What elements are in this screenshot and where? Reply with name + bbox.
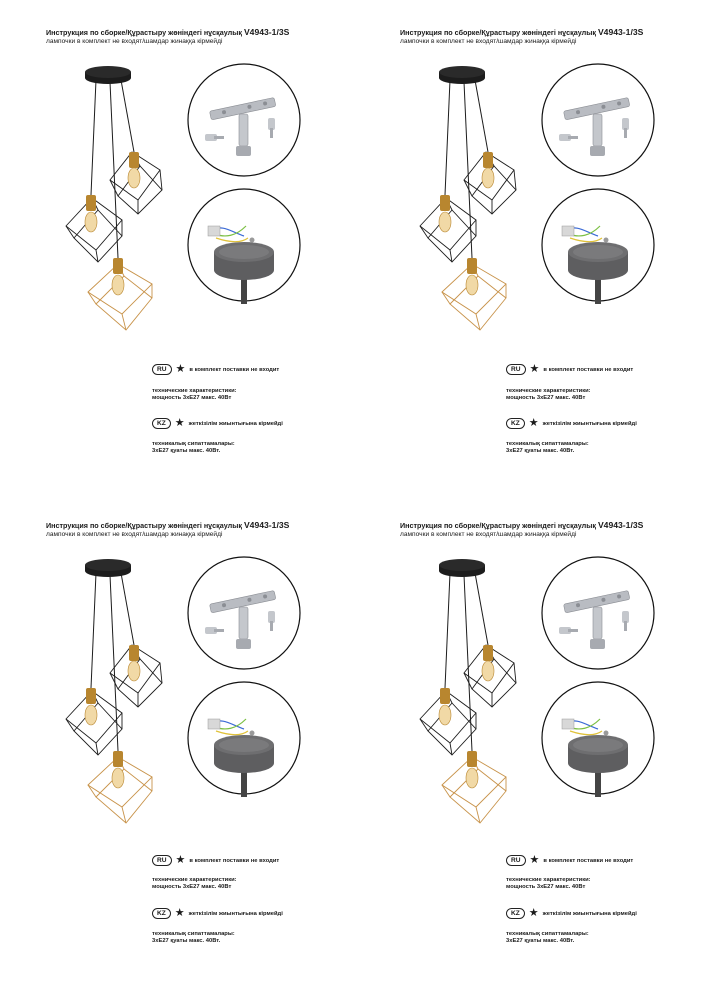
kz-spec-value: 3хЕ27 қуаты макс. 40Вт. (506, 448, 575, 455)
model-number: V4943-1/3S (243, 520, 290, 530)
ru-spec-heading: технические характеристики: (506, 877, 591, 883)
model-number: V4943-1/3S (597, 27, 644, 37)
instruction-sheet: Инструкция по сборке/Құрастыру жөніндегі… (354, 0, 707, 500)
ru-spec: технические характеристики: мощность 3хЕ… (506, 877, 591, 892)
kz-spec: техникалық сипаттамалары: 3хЕ27 қуаты ма… (506, 441, 589, 456)
star-icon: ★ (174, 417, 185, 429)
star-icon: ★ (174, 907, 185, 919)
ru-spec: технические характеристики: мощность 3хЕ… (152, 877, 237, 892)
star-icon: ★ (529, 363, 540, 375)
kz-badge: KZ (152, 908, 171, 919)
title-prefix: Инструкция по сборке/Құрастыру жөніндегі… (400, 521, 596, 530)
ru-note: в комплект поставки не входит (543, 857, 634, 864)
star-icon: ★ (528, 417, 539, 429)
kz-spec-value: 3хЕ27 қуаты макс. 40Вт. (506, 938, 575, 945)
kz-spec-heading: техникалық сипаттамалары: (152, 931, 235, 937)
ru-spec: технические характеристики: мощность 3хЕ… (152, 388, 237, 403)
star-icon: ★ (175, 363, 186, 375)
ru-spec-heading: технические характеристики: (506, 388, 591, 394)
kz-note: жеткізілім жиынтығына кірмейді (542, 910, 637, 917)
ru-spec: технические характеристики: мощность 3хЕ… (506, 388, 591, 403)
sheet-subtitle: лампочки в комплект не входят/шамдар жин… (400, 38, 577, 45)
kz-spec: техникалық сипаттамалары: 3хЕ27 қуаты ма… (152, 931, 235, 946)
ru-note-row: RU ★ в комплект поставки не входит (152, 364, 279, 375)
ru-badge: RU (152, 855, 172, 866)
ru-note-row: RU ★ в комплект поставки не входит (152, 855, 279, 866)
ru-spec-value: мощность 3хЕ27 макс. 40Вт (152, 395, 232, 402)
instruction-sheet: Инструкция по сборке/Құрастыру жөніндегі… (354, 493, 707, 993)
ru-spec-value: мощность 3хЕ27 макс. 40Вт (506, 884, 586, 891)
model-number: V4943-1/3S (243, 27, 290, 37)
ru-spec-heading: технические характеристики: (152, 388, 237, 394)
kz-note-row: KZ ★ жеткізілім жиынтығына кірмейді (152, 418, 283, 429)
kz-note-row: KZ ★ жеткізілім жиынтығына кірмейді (152, 908, 283, 919)
title-prefix: Инструкция по сборке/Құрастыру жөніндегі… (46, 521, 242, 530)
kz-spec-value: 3хЕ27 қуаты макс. 40Вт. (152, 448, 221, 455)
kz-note: жеткізілім жиынтығына кірмейді (188, 420, 283, 427)
ru-badge: RU (506, 364, 526, 375)
sheet-subtitle: лампочки в комплект не входят/шамдар жин… (46, 531, 223, 538)
kz-spec: техникалық сипаттамалары: 3хЕ27 қуаты ма… (506, 931, 589, 946)
sheet-title: Инструкция по сборке/Құрастыру жөніндегі… (400, 27, 643, 37)
kz-note: жеткізілім жиынтығына кірмейді (188, 910, 283, 917)
ru-badge: RU (506, 855, 526, 866)
kz-spec-heading: техникалық сипаттамалары: (152, 441, 235, 447)
ru-spec-heading: технические характеристики: (152, 877, 237, 883)
ru-note: в комплект поставки не входит (543, 366, 634, 373)
kz-note-row: KZ ★ жеткізілім жиынтығына кірмейді (506, 418, 637, 429)
ru-note-row: RU ★ в комплект поставки не входит (506, 364, 633, 375)
sheet-subtitle: лампочки в комплект не входят/шамдар жин… (46, 38, 223, 45)
star-icon: ★ (175, 854, 186, 866)
sheet-title: Инструкция по сборке/Құрастыру жөніндегі… (400, 520, 643, 530)
sheet-subtitle: лампочки в комплект не входят/шамдар жин… (400, 531, 577, 538)
kz-spec-heading: техникалық сипаттамалары: (506, 441, 589, 447)
instruction-sheet: Инструкция по сборке/Құрастыру жөніндегі… (0, 0, 353, 500)
sheet-title: Инструкция по сборке/Құрастыру жөніндегі… (46, 520, 289, 530)
kz-spec-value: 3хЕ27 қуаты макс. 40Вт. (152, 938, 221, 945)
ru-note: в комплект поставки не входит (189, 857, 280, 864)
title-prefix: Инструкция по сборке/Құрастыру жөніндегі… (400, 28, 596, 37)
kz-spec: техникалық сипаттамалары: 3хЕ27 қуаты ма… (152, 441, 235, 456)
ru-badge: RU (152, 364, 172, 375)
ru-note: в комплект поставки не входит (189, 366, 280, 373)
kz-spec-heading: техникалық сипаттамалары: (506, 931, 589, 937)
ru-note-row: RU ★ в комплект поставки не входит (506, 855, 633, 866)
star-icon: ★ (529, 854, 540, 866)
kz-badge: KZ (152, 418, 171, 429)
kz-badge: KZ (506, 418, 525, 429)
kz-badge: KZ (506, 908, 525, 919)
star-icon: ★ (528, 907, 539, 919)
kz-note: жеткізілім жиынтығына кірмейді (542, 420, 637, 427)
ru-spec-value: мощность 3хЕ27 макс. 40Вт (506, 395, 586, 402)
sheet-title: Инструкция по сборке/Құрастыру жөніндегі… (46, 27, 289, 37)
instruction-sheet: Инструкция по сборке/Құрастыру жөніндегі… (0, 493, 353, 993)
model-number: V4943-1/3S (597, 520, 644, 530)
title-prefix: Инструкция по сборке/Құрастыру жөніндегі… (46, 28, 242, 37)
kz-note-row: KZ ★ жеткізілім жиынтығына кірмейді (506, 908, 637, 919)
ru-spec-value: мощность 3хЕ27 макс. 40Вт (152, 884, 232, 891)
